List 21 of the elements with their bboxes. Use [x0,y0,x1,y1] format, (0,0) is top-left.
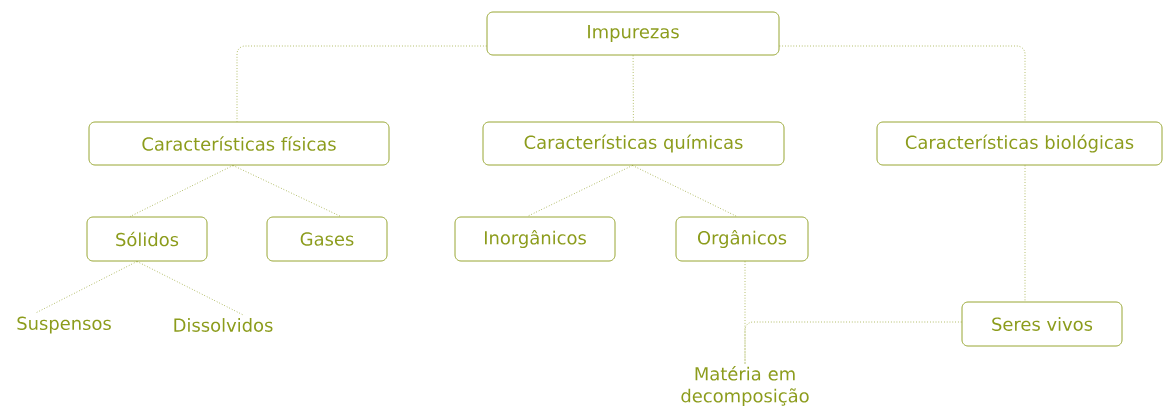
category-box: Seres vivos [961,301,1123,347]
category-box: Orgânicos [675,216,809,262]
node-label: Dissolvidos [174,318,273,332]
connector-line [632,165,738,217]
connector-line [34,261,138,314]
category-box: Inorgânicos [454,216,616,262]
category-box: Características físicas [88,121,390,166]
category-box: Sólidos [86,216,208,262]
node-label: Suspensos [17,316,111,334]
connector-line [744,321,962,365]
connector-line [744,261,746,365]
connector-line [129,165,234,217]
connector-line [232,165,342,217]
category-box: Impurezas [486,11,780,56]
connector-line [236,45,487,122]
node-label: Matéria em decomposição [681,366,809,406]
connector-line [526,165,633,217]
category-box: Gases [266,216,388,262]
connector-line [1024,165,1026,302]
category-box: Características biológicas [876,121,1163,166]
category-box: Características químicas [482,121,785,166]
